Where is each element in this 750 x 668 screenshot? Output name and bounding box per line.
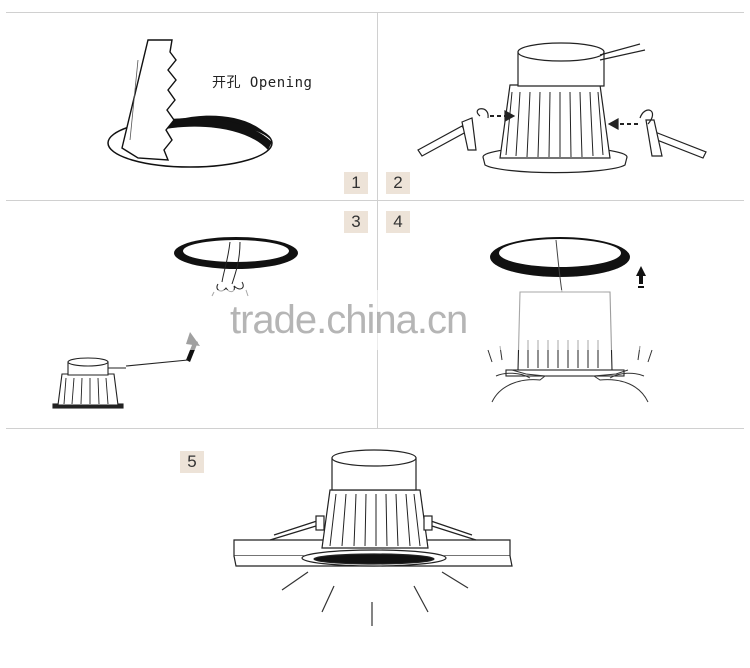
- opening-caption: 开孔 Opening: [212, 75, 313, 91]
- step-2-badge: 2: [386, 172, 410, 194]
- step5-downlight: [269, 449, 477, 549]
- step5-light-rays: [281, 571, 469, 626]
- row-divider-2: [6, 428, 744, 429]
- step4-ceiling-ring: [490, 237, 630, 293]
- frame-top-border: [6, 12, 744, 13]
- column-divider-top: [377, 12, 378, 200]
- step3-downlight-unit: [52, 357, 189, 409]
- step2-right-clip: [607, 109, 707, 159]
- step4-up-arrow: [636, 266, 646, 288]
- row-divider-1: [6, 200, 744, 201]
- step-3-badge: 3: [344, 211, 368, 233]
- watermark-text: trade.china.cn: [230, 298, 468, 342]
- step2-left-clip: [417, 108, 516, 157]
- step-5-badge: 5: [180, 451, 204, 473]
- step1-saw-blade: [121, 39, 177, 161]
- step3-up-arrow: [186, 332, 200, 362]
- step4-downlight-body: [505, 291, 625, 377]
- step-1-badge: 1: [344, 172, 368, 194]
- step-4-badge: 4: [386, 211, 410, 233]
- step2-downlight: [482, 42, 646, 174]
- step3-ceiling-ring: [174, 237, 298, 269]
- step5-ceiling-panel: [233, 539, 513, 567]
